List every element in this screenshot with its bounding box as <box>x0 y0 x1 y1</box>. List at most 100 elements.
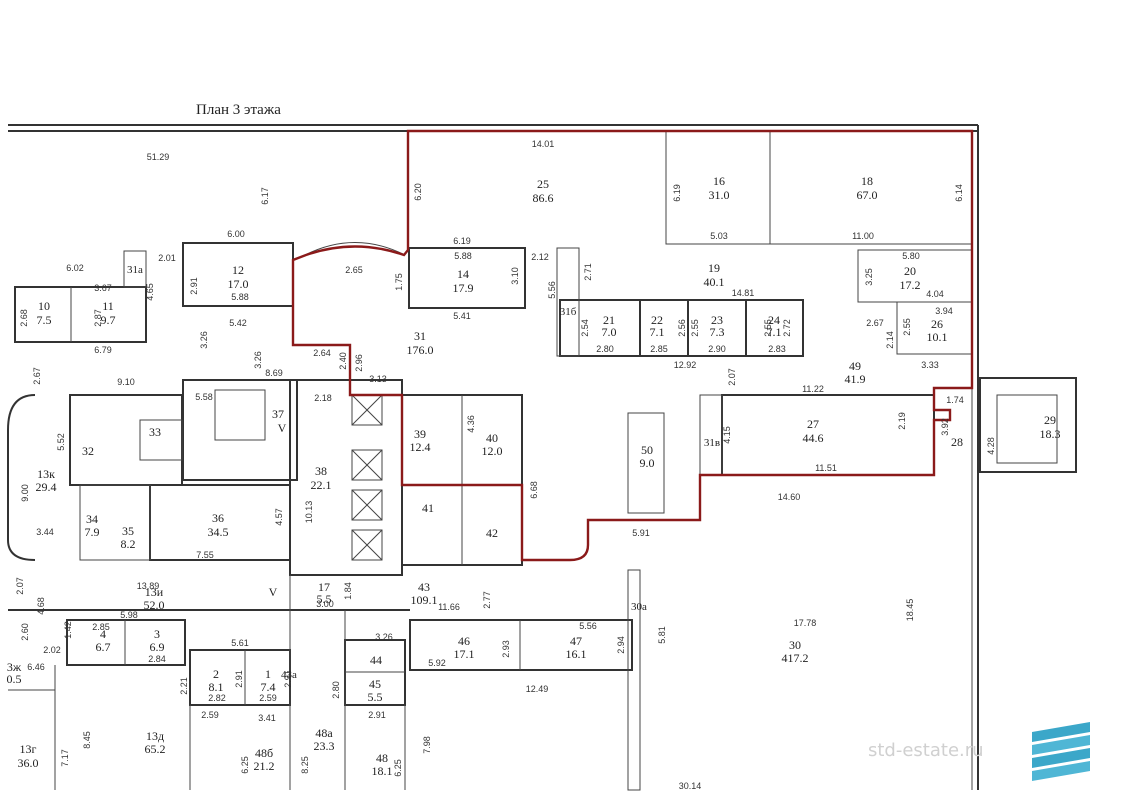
dimension-label: 2.65 <box>345 265 363 275</box>
room-area: 109.1 <box>411 593 438 607</box>
dimension-label: 11.22 <box>802 384 824 394</box>
dimension-label: 2.59 <box>201 710 219 720</box>
room-area: V <box>278 421 287 435</box>
dimension-label: 51.29 <box>147 152 170 162</box>
dimension-label: 5.92 <box>428 658 446 668</box>
room-area: 86.6 <box>533 191 554 205</box>
room-number: 34 <box>86 512 98 526</box>
room-area: 18.1 <box>372 764 393 778</box>
dimension-label: 2.77 <box>482 591 492 609</box>
room-area: 17.2 <box>900 278 921 292</box>
dimension-label: 5.52 <box>56 433 66 451</box>
dimension-label: 17.78 <box>794 618 817 628</box>
dimension-label: 1.74 <box>946 395 964 405</box>
dimension-label: 2.72 <box>782 319 792 337</box>
room-number: 30 <box>789 638 801 652</box>
room-number: 40 <box>486 431 498 445</box>
dimension-label: 2.68 <box>19 309 29 327</box>
dimension-label: 3.94 <box>935 306 953 316</box>
room-number: 20 <box>904 264 916 278</box>
dimension-label: 5.41 <box>453 311 471 321</box>
room-number: 16 <box>713 174 725 188</box>
room-number: 3ж <box>7 660 22 674</box>
room-number: 37 <box>272 407 284 421</box>
room-number: 49 <box>849 359 861 373</box>
room-number: 25 <box>537 177 549 191</box>
dimension-label: 2.91 <box>189 277 199 295</box>
label: V <box>269 585 278 599</box>
room-number: 13и <box>145 585 164 599</box>
label: 30а <box>631 601 647 613</box>
room-number: 11 <box>102 299 114 313</box>
dimension-label: 7.55 <box>196 550 214 560</box>
dimension-label: 2.01 <box>158 253 176 263</box>
dimension-label: 2.71 <box>583 263 593 281</box>
dimension-label: 2.85 <box>92 622 110 632</box>
room-number: 24 <box>768 313 780 327</box>
room-number: 23 <box>711 313 723 327</box>
room-area: 22.1 <box>311 478 332 492</box>
room-area: 67.0 <box>857 188 878 202</box>
dimension-label: 5.42 <box>229 318 247 328</box>
dimension-label: 3.41 <box>258 713 276 723</box>
room-number: 43 <box>418 580 430 594</box>
room-area: 7.0 <box>602 325 617 339</box>
dimension-label: 6.19 <box>672 184 682 202</box>
room-number: 3 <box>154 627 160 641</box>
room-area: 8.1 <box>209 680 224 694</box>
room-area: 52.0 <box>144 598 165 612</box>
misc-labels: 31а 31б 31в 32 33 41 42 28 44 43а 30а V <box>82 264 963 681</box>
label: 43а <box>281 669 297 681</box>
dimension-label: 2.21 <box>179 677 189 695</box>
room-area: 17.9 <box>453 281 474 295</box>
room-number: 18 <box>861 174 873 188</box>
room-area: 0.5 <box>7 672 22 686</box>
dimension-label: 1.75 <box>394 273 404 291</box>
dimension-label: 4.57 <box>274 508 284 526</box>
dimension-label: 2.12 <box>531 252 549 262</box>
dimension-label: 2.64 <box>313 348 331 358</box>
room-area: 17.0 <box>228 277 249 291</box>
dimension-label: 5.88 <box>454 251 472 261</box>
dimension-label: 1.84 <box>343 582 353 600</box>
dimension-label: 3.92 <box>940 418 950 436</box>
room-number: 4 <box>100 627 106 641</box>
dimension-label: 3.10 <box>510 267 520 285</box>
room-number: 38 <box>315 464 327 478</box>
room-area: 8.2 <box>121 537 136 551</box>
room-area: 41.9 <box>845 372 866 386</box>
dimension-label: 2.91 <box>283 670 293 688</box>
dimension-label: 3.25 <box>864 268 874 286</box>
dimension-label: 2.55 <box>690 319 700 337</box>
label: 42 <box>486 526 498 540</box>
dimension-label: 4.65 <box>145 283 155 301</box>
dimension-label: 2.94 <box>616 636 626 654</box>
dimension-label: 2.80 <box>596 344 614 354</box>
dimension-label: 7.17 <box>60 749 70 767</box>
dimension-label: 6.02 <box>66 263 84 273</box>
room-number: 27 <box>807 417 819 431</box>
dimension-label: 5.61 <box>231 638 249 648</box>
room-area: 176.0 <box>407 343 434 357</box>
dimension-label: 14.60 <box>778 492 801 502</box>
dimension-label: 8.25 <box>300 756 310 774</box>
room-number: 13д <box>146 729 164 743</box>
label: 32 <box>82 444 94 458</box>
dimension-label: 2.40 <box>338 352 348 370</box>
watermark: std-estate.ru <box>868 740 984 761</box>
label: 31а <box>127 264 143 276</box>
dimension-label: 2.67 <box>32 367 42 385</box>
room-area: 417.2 <box>782 651 809 665</box>
dimension-label: 2.60 <box>20 623 30 641</box>
room-area: 29.4 <box>36 480 57 494</box>
room-number: 45 <box>369 677 381 691</box>
room-area: 44.6 <box>803 431 824 445</box>
room-area: 6.9 <box>150 640 165 654</box>
room-area: 7.5 <box>37 313 52 327</box>
dimension-label: 13.89 <box>137 581 160 591</box>
dimension-label: 2.91 <box>234 670 244 688</box>
room-number: 26 <box>931 317 943 331</box>
dimension-label: 2.85 <box>650 344 668 354</box>
dimension-label: 12.92 <box>674 360 697 370</box>
dimension-label: 5.88 <box>231 292 249 302</box>
